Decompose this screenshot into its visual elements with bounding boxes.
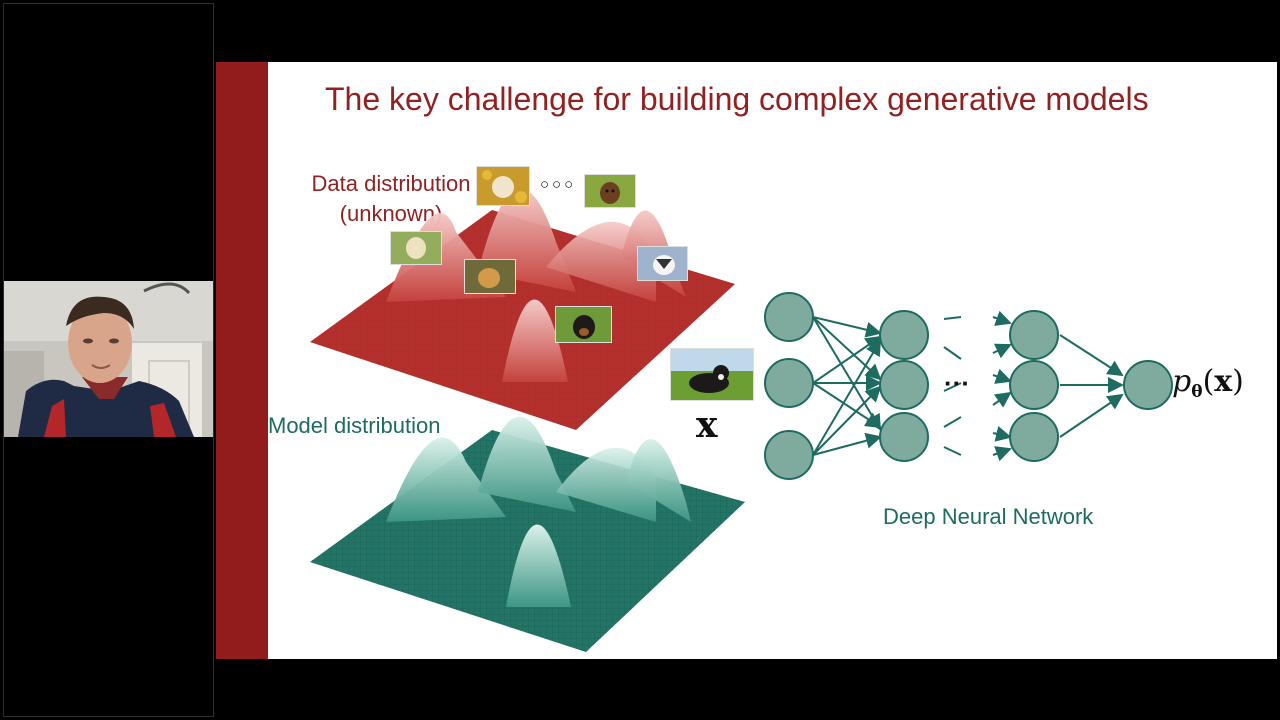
input-node-2 bbox=[764, 358, 814, 408]
output-paren-open: ( bbox=[1202, 364, 1215, 399]
hidden2-node-1 bbox=[1009, 310, 1059, 360]
input-node-3 bbox=[764, 430, 814, 480]
distribution-surfaces bbox=[310, 188, 745, 652]
output-p-symbol: p bbox=[1172, 364, 1192, 399]
slide-accent-bar bbox=[216, 62, 268, 659]
input-dog-photo bbox=[670, 348, 754, 401]
presenter-video bbox=[4, 281, 213, 437]
input-node-1 bbox=[764, 292, 814, 342]
output-node bbox=[1123, 360, 1173, 410]
model-distribution-surface bbox=[310, 416, 745, 652]
dog-photo-2 bbox=[584, 174, 636, 208]
output-x-symbol: x bbox=[1214, 364, 1233, 399]
input-x-symbol: x bbox=[696, 404, 718, 446]
output-paren-close: ) bbox=[1232, 364, 1244, 399]
dog-photo-4 bbox=[464, 259, 516, 294]
data-distribution-label-line2: (unknown) bbox=[339, 201, 443, 226]
hidden1-node-3 bbox=[879, 412, 929, 462]
neural-network-diagram bbox=[764, 292, 1173, 480]
hidden2-node-2 bbox=[1009, 360, 1059, 410]
more-samples-dots: ○○○ bbox=[540, 176, 577, 193]
output-theta-symbol: θ bbox=[1191, 382, 1203, 402]
hidden2-node-3 bbox=[1009, 412, 1059, 462]
dog-photo-5 bbox=[637, 246, 688, 281]
dog-photo-1 bbox=[476, 166, 530, 206]
dog-photo-3 bbox=[390, 231, 442, 265]
deep-neural-network-label: Deep Neural Network bbox=[883, 504, 1094, 529]
data-distribution-label-line1: Data distribution bbox=[311, 171, 471, 196]
webcam-feed bbox=[4, 281, 213, 437]
data-distribution-label: Data distribution (unknown) bbox=[266, 169, 516, 229]
slide-title: The key challenge for building complex g… bbox=[325, 81, 1149, 117]
dog-photo-6 bbox=[555, 306, 612, 343]
model-distribution-label: Model distribution bbox=[268, 413, 441, 438]
network-ellipsis: ··· bbox=[944, 368, 970, 398]
data-distribution-surface bbox=[310, 188, 735, 430]
model-output-expression: pθ(x) bbox=[1172, 364, 1244, 402]
presentation-slide: The key challenge for building complex g… bbox=[216, 62, 1277, 659]
hidden1-node-2 bbox=[879, 360, 929, 410]
hidden1-node-1 bbox=[879, 310, 929, 360]
